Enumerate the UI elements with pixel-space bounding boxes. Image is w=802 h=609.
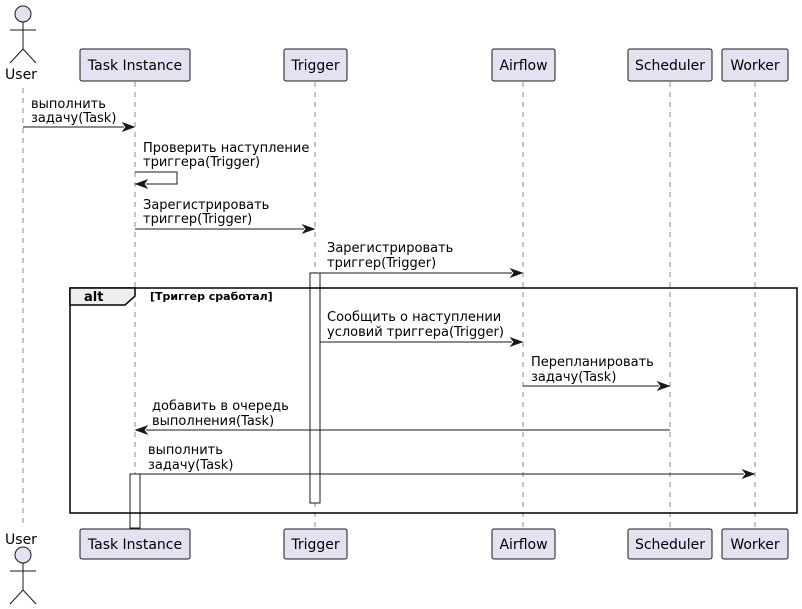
actor-label: User [5, 67, 37, 83]
participant-trigger-top: Trigger [283, 48, 348, 82]
arrowhead-icon [656, 380, 671, 392]
message-task-instance-self: Проверить наступление триггера(Trigger) [134, 141, 309, 190]
participant-label: Trigger [290, 537, 340, 553]
message-label: задачу(Task) [148, 458, 233, 473]
message-trigger-to-airflow-notify: Сообщить о наступлении условий триггера(… [320, 310, 524, 348]
arrowhead-icon [509, 267, 524, 279]
arrowhead-icon [134, 424, 149, 436]
arrowhead-icon [301, 223, 316, 235]
participant-airflow-bottom: Airflow [491, 528, 556, 560]
participant-label: Trigger [290, 58, 340, 74]
participant-label: Airflow [499, 537, 547, 553]
arrowhead-icon [509, 336, 524, 348]
message-label: триггер(Trigger) [327, 256, 436, 271]
message-label: Сообщить о наступлении [327, 310, 501, 325]
participant-worker-bottom: Worker [721, 528, 789, 560]
message-label: задачу(Task) [531, 370, 616, 385]
message-label: выполнить [31, 97, 106, 112]
participant-label: Worker [730, 537, 780, 553]
participant-task-instance-bottom: Task Instance [79, 528, 191, 560]
message-user-to-task-instance: выполнить задачу(Task) [23, 97, 136, 133]
alt-frame-tab [69, 287, 136, 306]
arrowhead-icon [121, 121, 136, 133]
arrowhead-icon [134, 178, 149, 190]
actor-label: User [5, 532, 37, 548]
participant-scheduler-bottom: Scheduler [627, 528, 713, 560]
participant-task-instance-top: Task Instance [79, 48, 191, 82]
message-label: триггера(Trigger) [143, 155, 260, 170]
alt-frame [69, 287, 798, 514]
message-label: выполнения(Task) [152, 414, 274, 429]
message-label: Проверить наступление [143, 141, 309, 156]
participant-trigger-bottom: Trigger [283, 528, 348, 560]
message-label: Зарегистрировать [143, 198, 269, 213]
actor-user-top: User [5, 5, 37, 83]
participant-label: Scheduler [635, 58, 705, 74]
fragment-guard: [Триггер сработал] [150, 290, 273, 303]
participant-label: Task Instance [87, 58, 182, 74]
activation-task-instance [129, 473, 141, 529]
message-trigger-to-airflow-register: Зарегистрировать триггер(Trigger) [320, 241, 524, 279]
participant-label: Airflow [499, 58, 547, 74]
alt-fragment: alt [Триггер сработал] [69, 287, 798, 514]
message-task-instance-to-worker: выполнить задачу(Task) [140, 443, 756, 480]
participant-airflow-top: Airflow [491, 48, 556, 82]
message-label: добавить в очередь [152, 399, 289, 414]
message-label: триггер(Trigger) [143, 212, 252, 227]
actor-user-bottom: User [5, 532, 37, 605]
message-label: Перепланировать [531, 355, 654, 370]
participant-scheduler-top: Scheduler [627, 48, 713, 82]
message-airflow-to-scheduler: Перепланировать задачу(Task) [523, 355, 671, 392]
message-label: Зарегистрировать [327, 241, 453, 256]
activation-trigger [309, 272, 321, 504]
message-label: задачу(Task) [31, 111, 116, 126]
participant-label: Worker [730, 58, 780, 74]
fragment-keyword: alt [84, 290, 103, 305]
participant-worker-top: Worker [721, 48, 789, 82]
message-label: условий триггера(Trigger) [327, 325, 504, 340]
message-label: выполнить [148, 443, 223, 458]
actor-head-icon [14, 546, 32, 564]
arrowhead-icon [741, 468, 756, 480]
participant-label: Scheduler [635, 537, 705, 553]
message-task-instance-to-trigger: Зарегистрировать триггер(Trigger) [135, 198, 316, 235]
message-scheduler-to-task-instance: добавить в очередь выполнения(Task) [134, 399, 670, 436]
actor-head-icon [14, 5, 32, 23]
participant-label: Task Instance [87, 537, 182, 553]
